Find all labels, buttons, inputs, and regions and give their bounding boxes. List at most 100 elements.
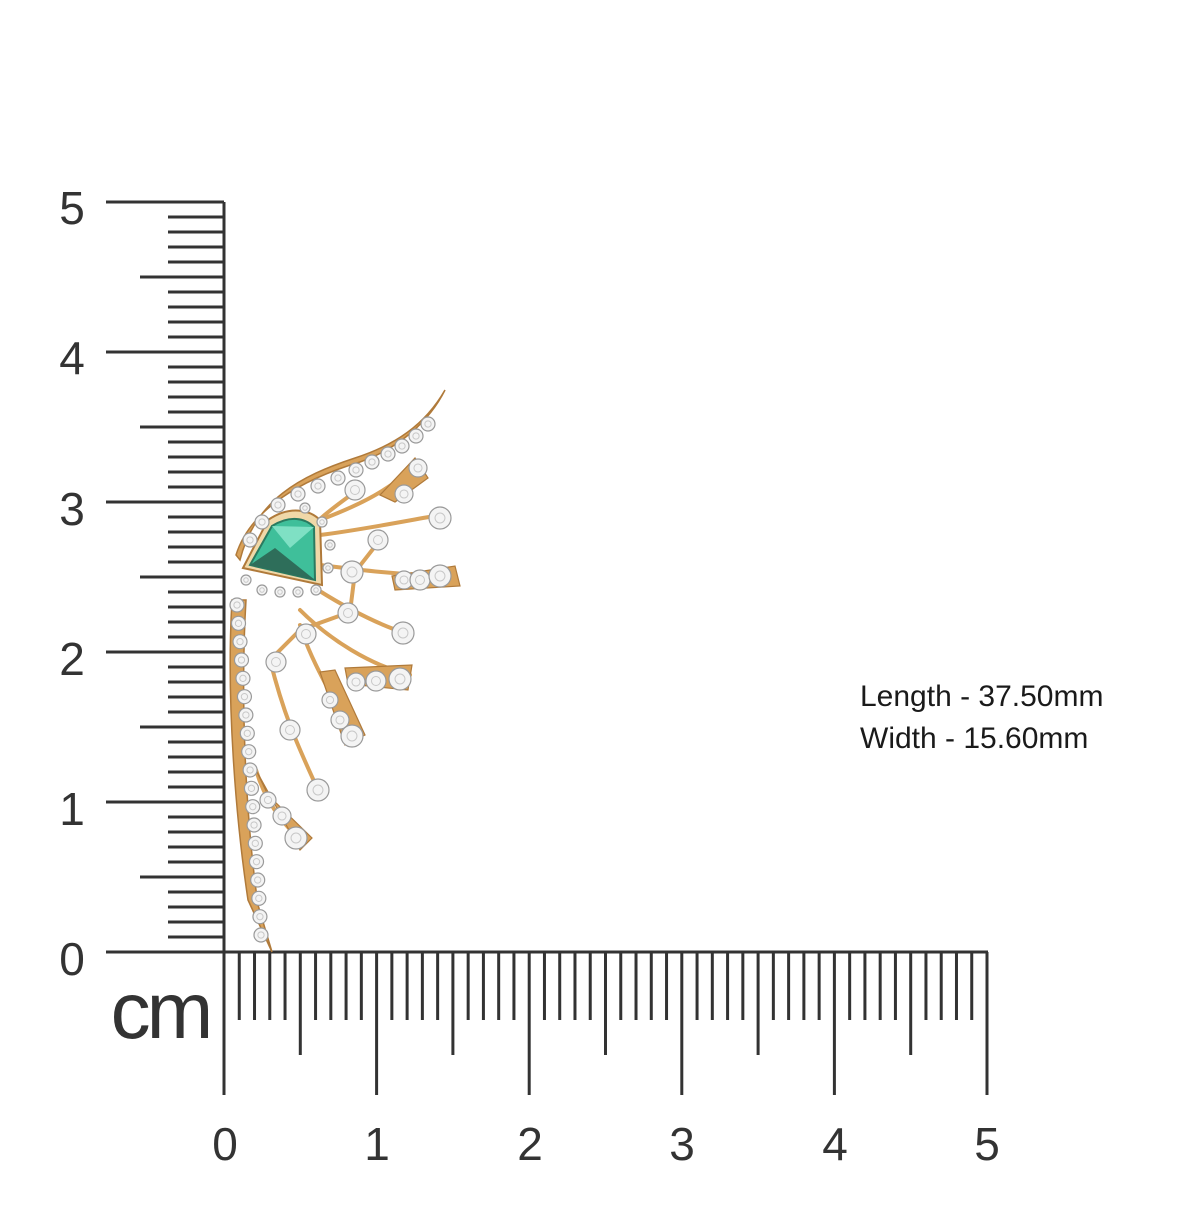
diamond — [253, 927, 269, 943]
diamond-facet — [277, 811, 287, 821]
dimensions-panel: Length - 37.50mm Width - 15.60mm — [860, 676, 1103, 760]
h-label-5: 5 — [974, 1118, 1000, 1170]
diamond-facet — [243, 729, 251, 737]
diamond — [242, 762, 258, 778]
v-label-0: 0 — [59, 933, 85, 985]
unit-label: cm — [111, 966, 210, 1055]
horizontal-ruler-labels: 0 1 2 3 4 5 — [212, 1118, 1000, 1170]
diamond-facet — [319, 519, 325, 525]
diamond-facet — [334, 474, 342, 482]
diamond — [394, 438, 410, 454]
diamond-facet — [251, 839, 259, 847]
diamond — [348, 462, 364, 478]
diamond — [248, 854, 265, 870]
diamond — [290, 486, 306, 502]
diamond — [299, 502, 311, 514]
diamond-facet — [314, 482, 322, 490]
diamond — [380, 446, 396, 462]
diamond — [337, 602, 359, 624]
diamond — [252, 909, 268, 925]
diamond — [310, 478, 326, 494]
diamond — [251, 890, 267, 906]
top-arc — [235, 389, 446, 562]
diamond — [247, 835, 263, 851]
diamond-facet — [237, 656, 246, 664]
diamond — [316, 516, 328, 528]
diamond-facet — [259, 587, 265, 593]
diamond-facet — [398, 442, 406, 450]
diamond-facet — [346, 566, 358, 578]
diamond — [265, 651, 287, 673]
diamond-facet — [371, 676, 381, 686]
diamond — [330, 710, 350, 730]
diamond-facet — [327, 542, 333, 548]
diamond-facet — [257, 931, 265, 939]
diamond — [340, 560, 364, 584]
diamond-facet — [373, 535, 383, 545]
diamond — [394, 484, 414, 504]
diamond-facet — [236, 638, 244, 646]
diamond — [243, 780, 260, 796]
diamond-facet — [352, 466, 360, 474]
h-label-1: 1 — [364, 1118, 390, 1170]
v-label-5: 5 — [59, 182, 85, 234]
v-label-3: 3 — [59, 483, 85, 535]
diamond-facet — [325, 695, 335, 705]
diamond — [428, 506, 452, 530]
diamond-facet — [399, 489, 409, 499]
diamond-facet — [258, 518, 266, 526]
diamond-facet — [350, 485, 360, 495]
v-label-2: 2 — [59, 633, 85, 685]
diamond-facet — [384, 450, 392, 458]
diamond-facet — [285, 725, 295, 735]
diamond — [230, 615, 247, 631]
diamond — [256, 584, 268, 596]
v-label-4: 4 — [59, 332, 85, 384]
diamond-facet — [240, 693, 249, 701]
diamond — [295, 623, 317, 645]
diamond — [408, 428, 424, 444]
diamond-facet — [256, 913, 264, 921]
diamond — [306, 778, 330, 802]
diamond-facet — [424, 420, 432, 428]
diamond — [367, 529, 389, 551]
h-label-0: 0 — [212, 1118, 238, 1170]
diamond — [240, 574, 252, 586]
diamond — [254, 514, 270, 530]
diamond-facet — [274, 501, 282, 509]
horizontal-ruler — [222, 950, 989, 1095]
diamond — [241, 744, 257, 760]
diamond — [270, 497, 286, 513]
diamond-facet — [249, 803, 257, 811]
diamond-facet — [335, 715, 345, 725]
v-label-1: 1 — [59, 783, 85, 835]
diamond-facet — [234, 619, 243, 627]
diamond-facet — [246, 766, 254, 774]
diamond-facet — [313, 587, 319, 593]
length-spec: Length - 37.50mm — [860, 680, 1104, 713]
h-label-4: 4 — [822, 1118, 848, 1170]
diamond-facet — [412, 432, 420, 440]
diamond — [408, 458, 428, 478]
diamond-facet — [434, 570, 446, 582]
width-spec: Width - 15.60mm — [860, 722, 1089, 755]
vertical-ruler — [106, 200, 226, 954]
diamond — [388, 667, 412, 691]
diamond — [284, 826, 308, 850]
diamond-facet — [351, 677, 361, 687]
diamond — [322, 562, 334, 574]
diamond-facet — [290, 832, 302, 844]
diamond — [232, 634, 248, 650]
diamond-facet — [434, 512, 446, 524]
diamond — [428, 564, 452, 588]
diamond-facet — [415, 575, 425, 585]
diamond-facet — [294, 490, 302, 498]
diamond — [420, 416, 436, 432]
diamond-facet — [254, 876, 262, 884]
diamond — [259, 791, 277, 809]
diamond-facet — [239, 674, 247, 682]
diamond — [330, 470, 346, 486]
diamond-facet — [399, 575, 409, 585]
diamond — [292, 586, 304, 598]
diamond-facet — [250, 821, 258, 829]
